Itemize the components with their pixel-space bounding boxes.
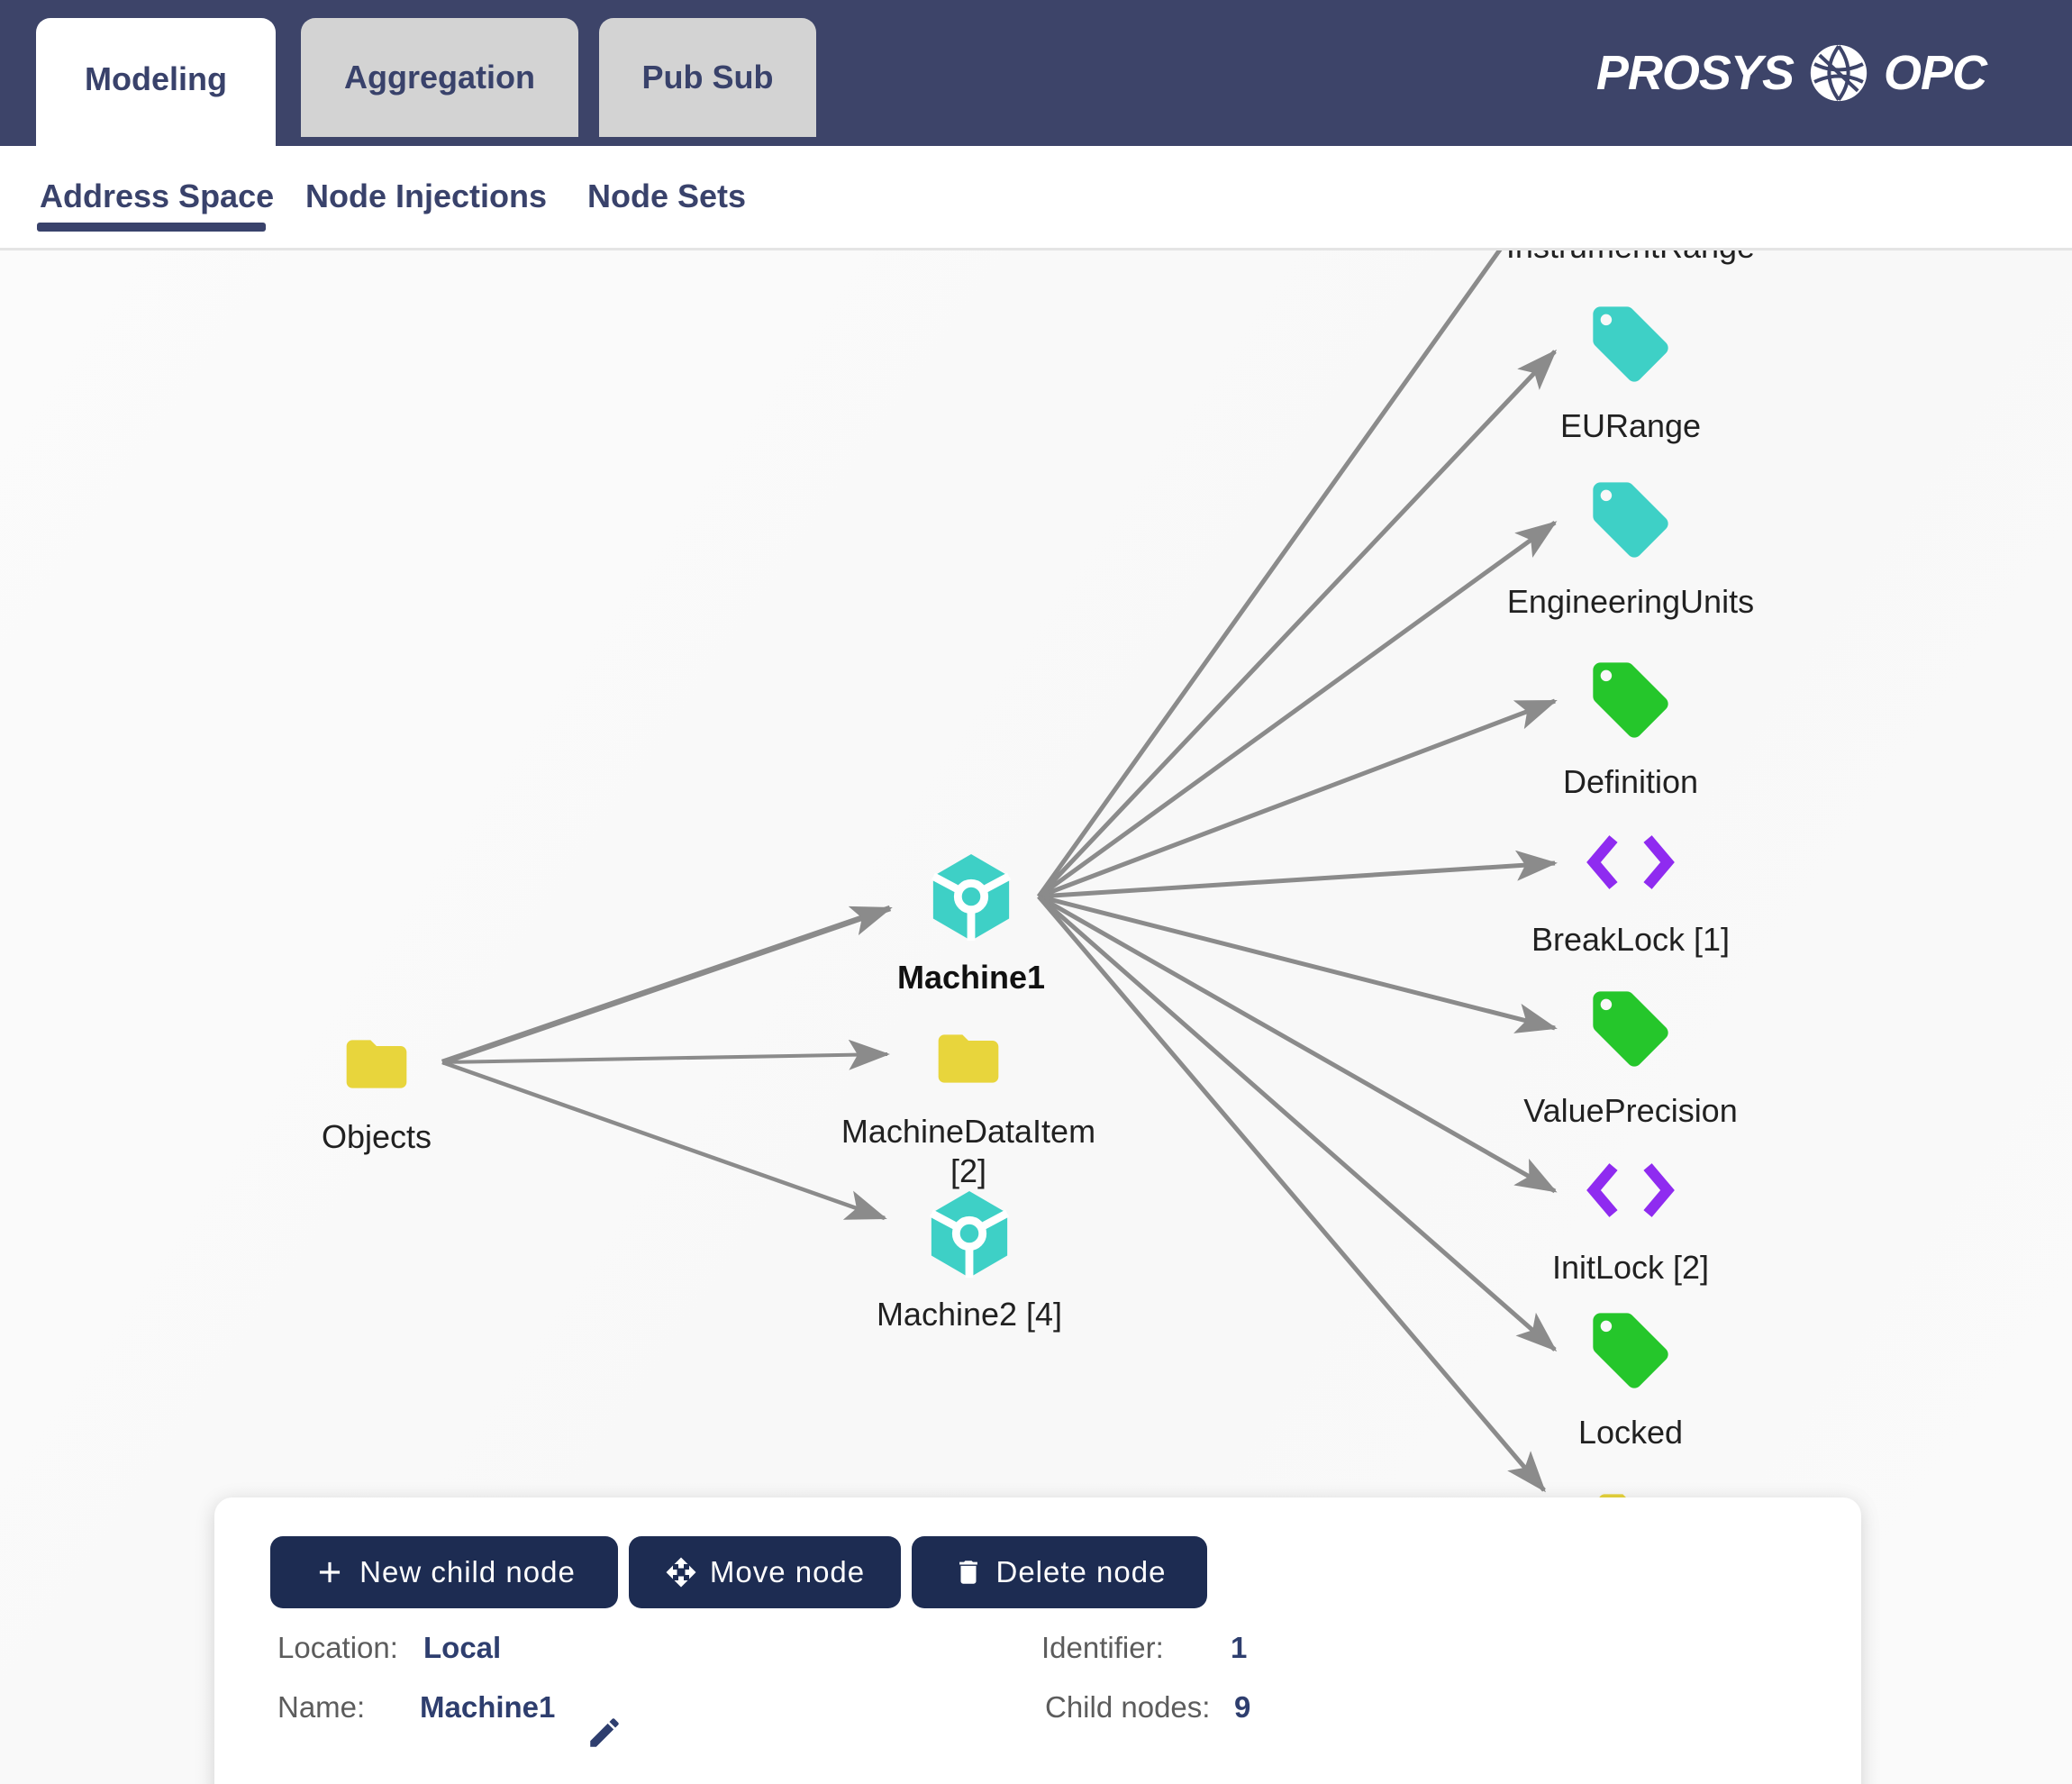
graph-node-instrumentrange[interactable]: InstrumentRange	[1423, 250, 1838, 267]
node-label: Machine2 [4]	[876, 1296, 1063, 1333]
logo-text-prosys: PROSYS	[1595, 46, 1795, 100]
node-label: EngineeringUnits	[1506, 583, 1755, 620]
name-value: Machine1	[420, 1690, 556, 1724]
identifier-value: 1	[1231, 1631, 1248, 1664]
code-brackets-icon	[1586, 1162, 1676, 1218]
object-cube-icon	[927, 852, 1015, 941]
tab-modeling-label: Modeling	[85, 60, 227, 97]
tag-icon	[1586, 984, 1676, 1074]
tab-pubsub-label: Pub Sub	[641, 59, 774, 96]
folder-icon	[925, 1023, 1012, 1095]
node-label: Locked	[1577, 1414, 1684, 1451]
graph-node-engineeringunits[interactable]: EngineeringUnits	[1423, 475, 1838, 622]
delete-node-button[interactable]: Delete node	[912, 1536, 1207, 1608]
node-label: InitLock [2]	[1551, 1249, 1710, 1286]
subnav-node-sets[interactable]: Node Sets	[587, 177, 747, 214]
tag-icon	[1586, 475, 1676, 565]
graph-node-machinedataitem[interactable]: MachineDataItem[2]	[761, 1023, 1176, 1191]
globe-icon	[1808, 42, 1869, 104]
tab-aggregation-label: Aggregation	[344, 59, 535, 96]
trash-icon	[953, 1557, 984, 1588]
node-label: ValuePrecision	[1523, 1092, 1738, 1129]
graph-node-objects[interactable]: Objects	[169, 1028, 584, 1157]
move-node-button[interactable]: Move node	[629, 1536, 901, 1608]
plus-icon	[313, 1555, 347, 1589]
node-label: BreakLock [1]	[1531, 921, 1731, 958]
node-label: MachineDataItem[2]	[841, 1113, 1096, 1189]
folder-icon	[333, 1028, 420, 1100]
secondary-nav: Address Space Node Injections Node Sets	[0, 146, 2072, 250]
graph-node-eurange[interactable]: EURange	[1423, 299, 1838, 446]
code-brackets-icon	[1586, 834, 1676, 890]
address-space-graph[interactable]: Objects Machine1 MachineDataItem[2] Mach…	[0, 250, 2072, 1784]
graph-node-machine2[interactable]: Machine2 [4]	[762, 1189, 1177, 1334]
identifier-label: Identifier:	[1041, 1631, 1164, 1664]
header-bar: Modeling Aggregation Pub Sub PROSYS OPC	[0, 0, 2072, 153]
name-label: Name:	[277, 1690, 366, 1724]
graph-node-machine1[interactable]: Machine1	[764, 852, 1178, 997]
subnav-address-space[interactable]: Address Space	[40, 177, 275, 214]
node-label: Objects	[321, 1118, 432, 1155]
prosys-opc-logo: PROSYS OPC	[1595, 36, 1987, 110]
node-label: Definition	[1562, 763, 1699, 800]
graph-node-breaklock[interactable]: BreakLock [1]	[1423, 834, 1838, 960]
node-label: InstrumentRange	[1423, 250, 1838, 267]
child-nodes-value: 9	[1234, 1690, 1251, 1724]
graph-node-valueprecision[interactable]: ValuePrecision	[1423, 984, 1838, 1131]
tab-pubsub[interactable]: Pub Sub	[599, 18, 816, 137]
graph-node-initlock[interactable]: InitLock [2]	[1423, 1162, 1838, 1288]
graph-node-locked[interactable]: Locked	[1423, 1306, 1838, 1452]
node-details-panel: New child node Move node Delete node Loc…	[214, 1497, 1861, 1784]
node-label: EURange	[1559, 407, 1702, 444]
tag-icon	[1586, 1306, 1676, 1396]
tab-modeling[interactable]: Modeling	[36, 18, 276, 153]
active-subnav-underline	[37, 223, 266, 232]
edit-name-pencil-icon[interactable]	[586, 1714, 623, 1752]
graph-edges-layer	[441, 250, 1558, 1493]
node-label-selected: Machine1	[896, 959, 1046, 996]
graph-node-definition[interactable]: Definition	[1423, 655, 1838, 802]
subnav-node-injections[interactable]: Node Injections	[305, 177, 548, 214]
tab-aggregation[interactable]: Aggregation	[301, 18, 578, 137]
tag-icon	[1586, 299, 1676, 389]
child-nodes-label: Child nodes:	[1045, 1690, 1211, 1724]
object-cube-icon	[925, 1189, 1013, 1278]
logo-text-opc: OPC	[1883, 46, 1987, 100]
move-icon	[665, 1556, 697, 1588]
tag-icon	[1586, 655, 1676, 745]
new-child-node-button[interactable]: New child node	[270, 1536, 618, 1608]
location-label: Location:	[277, 1631, 398, 1664]
location-value: Local	[423, 1631, 502, 1664]
